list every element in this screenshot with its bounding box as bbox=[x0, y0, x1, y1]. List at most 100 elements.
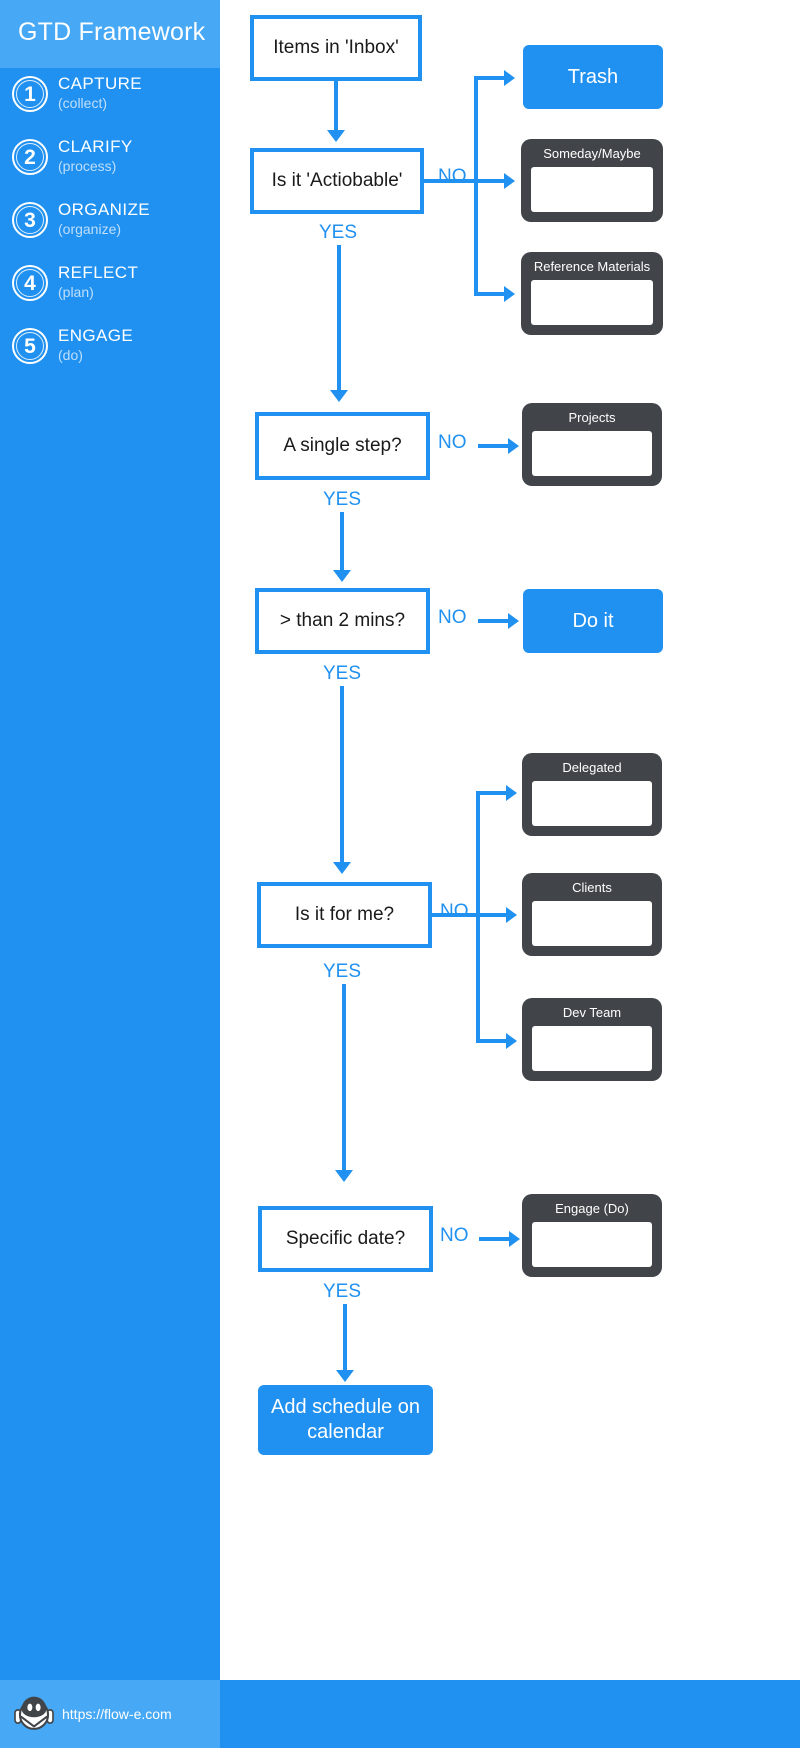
connector-for-me-no bbox=[432, 913, 480, 917]
card-dev-team[interactable]: Dev Team bbox=[522, 998, 662, 1081]
sidebar-item-sublabel: (plan) bbox=[58, 284, 94, 300]
sidebar-item-reflect[interactable]: 4 REFLECT (plan) bbox=[0, 263, 220, 326]
connector-for-me-bus bbox=[476, 793, 480, 1043]
sidebar-item-sublabel: (do) bbox=[58, 347, 83, 363]
sidebar-footer: https://flow-e.com bbox=[0, 1680, 220, 1748]
sidebar-steps-list: 1 CAPTURE (collect) 2 CLARIFY (process) … bbox=[0, 74, 220, 389]
card-body bbox=[532, 1222, 652, 1267]
connector-to-delegated bbox=[476, 791, 508, 795]
arrow-down-icon bbox=[336, 1370, 354, 1382]
sidebar-item-label: ORGANIZE bbox=[58, 200, 150, 219]
connector-2mins-yes bbox=[340, 686, 344, 866]
card-title: Projects bbox=[568, 410, 616, 425]
connector-specific-date-no bbox=[479, 1237, 511, 1241]
edge-label-no: NO bbox=[438, 607, 467, 628]
step-number-badge-1: 1 bbox=[12, 76, 48, 112]
sidebar-item-label: ENGAGE bbox=[58, 326, 134, 345]
sidebar-item-label: CLARIFY bbox=[58, 137, 133, 156]
arrow-right-icon bbox=[504, 286, 515, 302]
card-delegated[interactable]: Delegated bbox=[522, 753, 662, 836]
card-title: Dev Team bbox=[562, 1005, 622, 1020]
step-number-badge-5: 5 bbox=[12, 328, 48, 364]
card-body bbox=[531, 280, 653, 325]
card-title: Reference Materials bbox=[533, 259, 651, 274]
card-title: Someday/Maybe bbox=[543, 146, 641, 161]
card-body bbox=[532, 901, 652, 946]
connector-to-clients bbox=[476, 913, 508, 917]
arrow-right-icon bbox=[506, 907, 517, 923]
sidebar-item-engage[interactable]: 5 ENGAGE (do) bbox=[0, 326, 220, 389]
connector-actionable-no bbox=[424, 179, 478, 183]
arrow-right-icon bbox=[504, 70, 515, 86]
node-trash[interactable]: Trash bbox=[523, 45, 663, 109]
connector-single-step-yes bbox=[340, 512, 344, 574]
connector-inbox-to-actionable bbox=[334, 81, 338, 136]
edge-label-yes: YES bbox=[319, 222, 358, 243]
connector-2mins-no bbox=[478, 619, 510, 623]
arrow-right-icon bbox=[508, 438, 519, 454]
connector-to-reference bbox=[474, 292, 506, 296]
node-do-it[interactable]: Do it bbox=[523, 589, 663, 653]
connector-to-dev-team bbox=[476, 1039, 508, 1043]
arrow-down-icon bbox=[335, 1170, 353, 1182]
node-items-in-inbox[interactable]: Items in 'Inbox' bbox=[250, 15, 422, 81]
sidebar-item-sublabel: (process) bbox=[58, 158, 117, 174]
arrow-down-icon bbox=[330, 390, 348, 402]
step-number-badge-2: 2 bbox=[12, 139, 48, 175]
node-specific-date[interactable]: Specific date? bbox=[258, 1206, 433, 1272]
sidebar-item-capture[interactable]: 1 CAPTURE (collect) bbox=[0, 74, 220, 137]
sidebar-item-label: REFLECT bbox=[58, 263, 139, 282]
sidebar-item-sublabel: (collect) bbox=[58, 95, 108, 111]
card-title: Engage (Do) bbox=[555, 1201, 629, 1216]
connector-actionable-bus bbox=[474, 78, 478, 296]
connector-for-me-yes bbox=[342, 984, 346, 1174]
step-number-badge-4: 4 bbox=[12, 265, 48, 301]
card-engage-do[interactable]: Engage (Do) bbox=[522, 1194, 662, 1277]
site-url-label[interactable]: https://flow-e.com bbox=[62, 1706, 172, 1722]
sidebar-item-clarify[interactable]: 2 CLARIFY (process) bbox=[0, 137, 220, 200]
arrow-down-icon bbox=[333, 862, 351, 874]
node-a-single-step[interactable]: A single step? bbox=[255, 412, 430, 480]
robot-mascot-icon bbox=[14, 1696, 54, 1730]
edge-label-no: NO bbox=[440, 1225, 469, 1246]
edge-label-no: NO bbox=[438, 166, 467, 187]
sidebar-item-label: CAPTURE bbox=[58, 74, 143, 93]
arrow-down-icon bbox=[327, 130, 345, 142]
arrow-right-icon bbox=[508, 613, 519, 629]
node-more-than-2-mins[interactable]: > than 2 mins? bbox=[255, 588, 430, 654]
sidebar-header: GTD Framework bbox=[0, 0, 220, 68]
edge-label-no: NO bbox=[440, 901, 469, 922]
connector-actionable-yes bbox=[337, 245, 341, 395]
edge-label-no: NO bbox=[438, 432, 467, 453]
arrow-down-icon bbox=[333, 570, 351, 582]
card-projects[interactable]: Projects bbox=[522, 403, 662, 486]
arrow-right-icon bbox=[506, 785, 517, 801]
card-title: Delegated bbox=[562, 760, 622, 775]
canvas-bottom-band bbox=[220, 1680, 800, 1748]
card-body bbox=[532, 1026, 652, 1071]
arrow-right-icon bbox=[506, 1033, 517, 1049]
edge-label-yes: YES bbox=[323, 489, 362, 510]
node-is-it-for-me[interactable]: Is it for me? bbox=[257, 882, 432, 948]
card-body bbox=[532, 431, 652, 476]
page-title: GTD Framework bbox=[18, 18, 206, 46]
flowchart-canvas: Items in 'Inbox' Is it 'Actiobable' YES … bbox=[220, 0, 800, 1748]
card-body bbox=[532, 781, 652, 826]
card-title: Clients bbox=[572, 880, 612, 895]
sidebar-item-sublabel: (organize) bbox=[58, 221, 122, 237]
connector-to-someday bbox=[474, 179, 506, 183]
card-reference-materials[interactable]: Reference Materials bbox=[521, 252, 663, 335]
connector-specific-date-yes bbox=[343, 1304, 347, 1374]
card-someday-maybe[interactable]: Someday/Maybe bbox=[521, 139, 663, 222]
arrow-right-icon bbox=[509, 1231, 520, 1247]
node-add-schedule-on-calendar[interactable]: Add schedule on calendar bbox=[258, 1385, 433, 1455]
edge-label-yes: YES bbox=[323, 961, 362, 982]
sidebar-item-organize[interactable]: 3 ORGANIZE (organize) bbox=[0, 200, 220, 263]
card-body bbox=[531, 167, 653, 212]
node-is-it-actionable[interactable]: Is it 'Actiobable' bbox=[250, 148, 424, 214]
arrow-right-icon bbox=[504, 173, 515, 189]
card-clients[interactable]: Clients bbox=[522, 873, 662, 956]
connector-to-trash bbox=[474, 76, 506, 80]
sidebar: GTD Framework 1 CAPTURE (collect) 2 CLAR… bbox=[0, 0, 220, 1748]
